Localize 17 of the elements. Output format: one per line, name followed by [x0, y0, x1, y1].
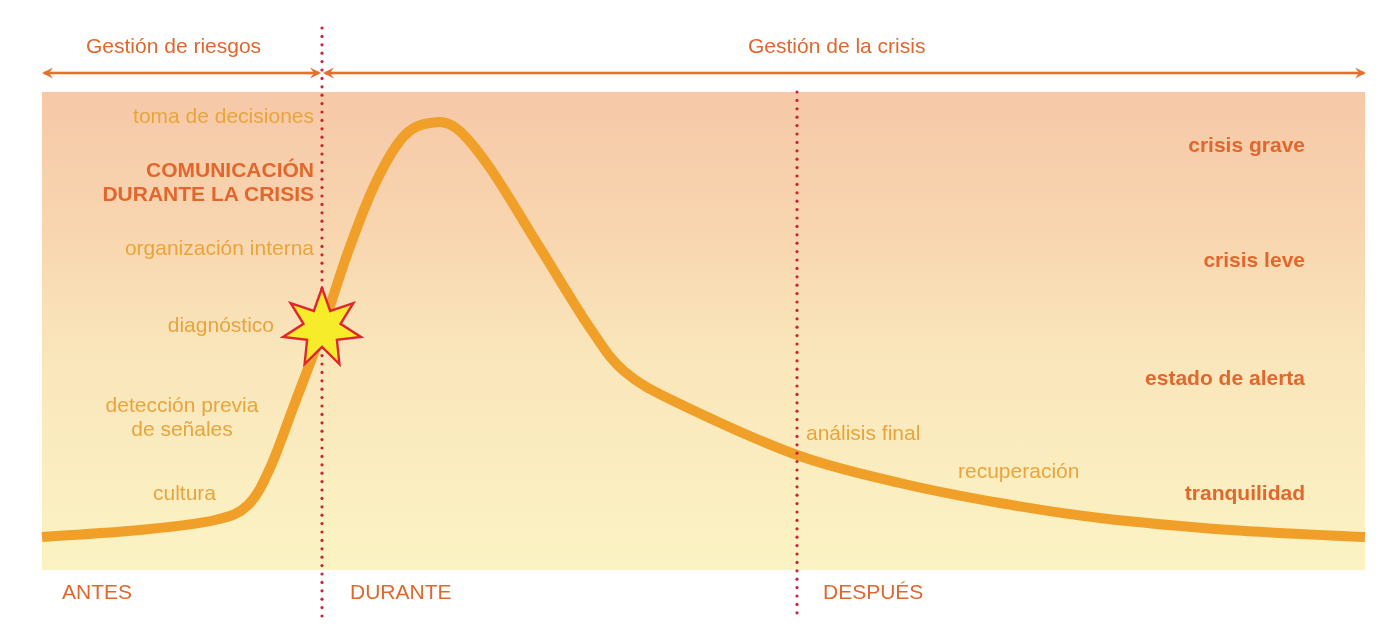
stage-label: detección previa de señales: [104, 393, 260, 441]
level-label: estado de alerta: [1145, 366, 1305, 390]
phase-heading: Gestión de la crisis: [748, 34, 926, 58]
phase-label: DESPUÉS: [823, 580, 924, 604]
phase-heading: Gestión de riesgos: [86, 34, 262, 58]
phase-label: DURANTE: [350, 580, 452, 604]
stage-label: diagnóstico: [167, 313, 274, 337]
level-label: tranquilidad: [1184, 481, 1305, 505]
section-heading: COMUNICACIÓN DURANTE LA CRISIS: [101, 158, 314, 206]
level-label: crisis grave: [1188, 133, 1305, 157]
stage-label: recuperación: [958, 459, 1080, 483]
level-label: crisis leve: [1203, 248, 1305, 272]
stage-label: organización interna: [124, 236, 314, 260]
phase-label: ANTES: [62, 580, 132, 604]
stage-label: análisis final: [806, 421, 921, 445]
stage-label: toma de decisiones: [133, 104, 314, 128]
stage-label: cultura: [153, 481, 217, 505]
